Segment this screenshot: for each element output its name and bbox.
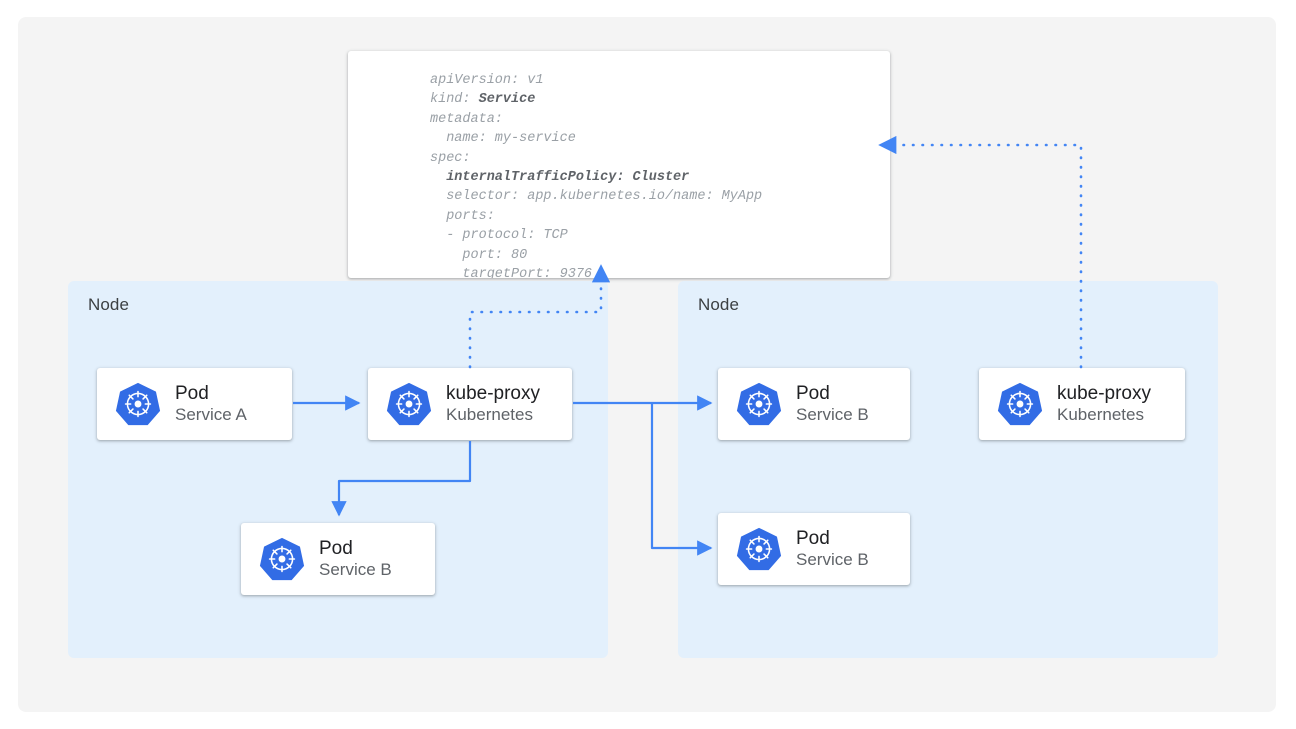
kubernetes-logo-icon <box>736 381 782 427</box>
node-right-label: Node <box>698 295 740 314</box>
card-labels: Pod Service B <box>319 537 392 581</box>
card-pod-service-b-remote-top[interactable]: Pod Service B <box>718 368 910 440</box>
kubernetes-logo-icon <box>386 381 432 427</box>
service-spec-panel: apiVersion: v1 kind: Service metadata: n… <box>348 51 890 278</box>
card-labels: kube-proxy Kubernetes <box>1057 382 1151 426</box>
diagram-canvas: apiVersion: v1 kind: Service metadata: n… <box>18 17 1276 712</box>
card-title: Pod <box>175 383 209 405</box>
card-subtitle: Service B <box>796 405 869 425</box>
card-subtitle: Kubernetes <box>446 405 533 425</box>
node-right: Node <box>678 281 1218 658</box>
card-title: Pod <box>319 538 353 560</box>
kubernetes-logo-icon <box>115 381 161 427</box>
card-title: Pod <box>796 383 830 405</box>
card-title: kube-proxy <box>1057 383 1151 405</box>
card-title: Pod <box>796 528 830 550</box>
card-kube-proxy-left[interactable]: kube-proxy Kubernetes <box>368 368 572 440</box>
card-subtitle: Service B <box>796 550 869 570</box>
card-labels: kube-proxy Kubernetes <box>446 382 540 426</box>
kubernetes-logo-icon <box>736 526 782 572</box>
card-subtitle: Service B <box>319 560 392 580</box>
node-left: Node <box>68 281 608 658</box>
card-labels: Pod Service B <box>796 527 869 571</box>
card-pod-service-b-local[interactable]: Pod Service B <box>241 523 435 595</box>
service-spec-yaml: apiVersion: v1 kind: Service metadata: n… <box>430 73 763 278</box>
card-kube-proxy-right[interactable]: kube-proxy Kubernetes <box>979 368 1185 440</box>
card-labels: Pod Service B <box>796 382 869 426</box>
card-title: kube-proxy <box>446 383 540 405</box>
card-subtitle: Service A <box>175 405 247 425</box>
card-pod-service-b-remote-bottom[interactable]: Pod Service B <box>718 513 910 585</box>
card-pod-service-a[interactable]: Pod Service A <box>97 368 292 440</box>
kubernetes-logo-icon <box>259 536 305 582</box>
card-subtitle: Kubernetes <box>1057 405 1144 425</box>
kubernetes-logo-icon <box>997 381 1043 427</box>
node-left-label: Node <box>88 295 130 314</box>
card-labels: Pod Service A <box>175 382 247 426</box>
